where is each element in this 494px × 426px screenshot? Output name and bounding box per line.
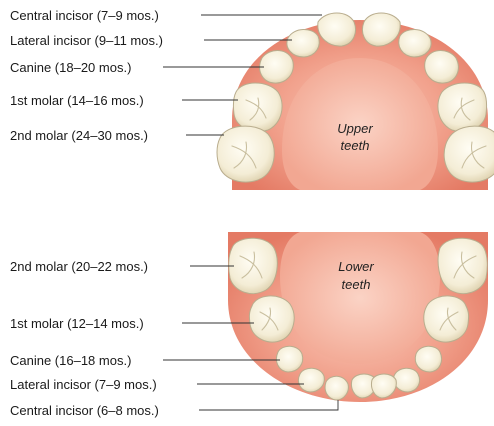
lower-lateral-incisor-right bbox=[394, 368, 420, 392]
lower-canine-left bbox=[276, 346, 302, 372]
upper-first-molar-right bbox=[438, 83, 487, 132]
upper-second-molar-label: 2nd molar (24–30 mos.) bbox=[10, 128, 148, 143]
lower-first-molar-left bbox=[249, 296, 294, 342]
lower-teeth-caption-line2: teeth bbox=[342, 277, 371, 292]
upper-canine-right bbox=[425, 51, 459, 84]
upper-first-molar-label: 1st molar (14–16 mos.) bbox=[10, 93, 144, 108]
lower-first-molar-label: 1st molar (12–14 mos.) bbox=[10, 316, 144, 331]
lower-lateral-incisor-label: Lateral incisor (7–9 mos.) bbox=[10, 377, 157, 392]
upper-lateral-incisor-label: Lateral incisor (9–11 mos.) bbox=[10, 33, 163, 48]
lower-arch: Lower teeth bbox=[228, 232, 488, 402]
upper-lateral-incisor-right bbox=[399, 29, 431, 57]
upper-canine-left bbox=[260, 51, 294, 84]
lower-canine-right bbox=[415, 346, 441, 372]
lower-first-molar-right bbox=[424, 296, 469, 342]
upper-teeth-caption-line1: Upper bbox=[337, 121, 373, 136]
lower-central-incisor-label: Central incisor (6–8 mos.) bbox=[10, 403, 159, 418]
upper-second-molar-right bbox=[444, 126, 494, 182]
upper-central-incisor-label: Central incisor (7–9 mos.) bbox=[10, 8, 159, 23]
lower-central-incisor-left bbox=[325, 376, 348, 400]
upper-lateral-incisor-left bbox=[287, 29, 319, 57]
lower-lateral-incisor-left bbox=[298, 368, 324, 392]
upper-teeth-caption-line2: teeth bbox=[341, 138, 370, 153]
upper-first-molar-left bbox=[233, 83, 282, 132]
lower-teeth-caption-line1: Lower bbox=[338, 259, 374, 274]
lower-canine-label: Canine (16–18 mos.) bbox=[10, 353, 131, 368]
lower-central-incisor-leader bbox=[199, 400, 338, 410]
lower-second-molar-label: 2nd molar (20–22 mos.) bbox=[10, 259, 148, 274]
upper-canine-label: Canine (18–20 mos.) bbox=[10, 60, 131, 75]
